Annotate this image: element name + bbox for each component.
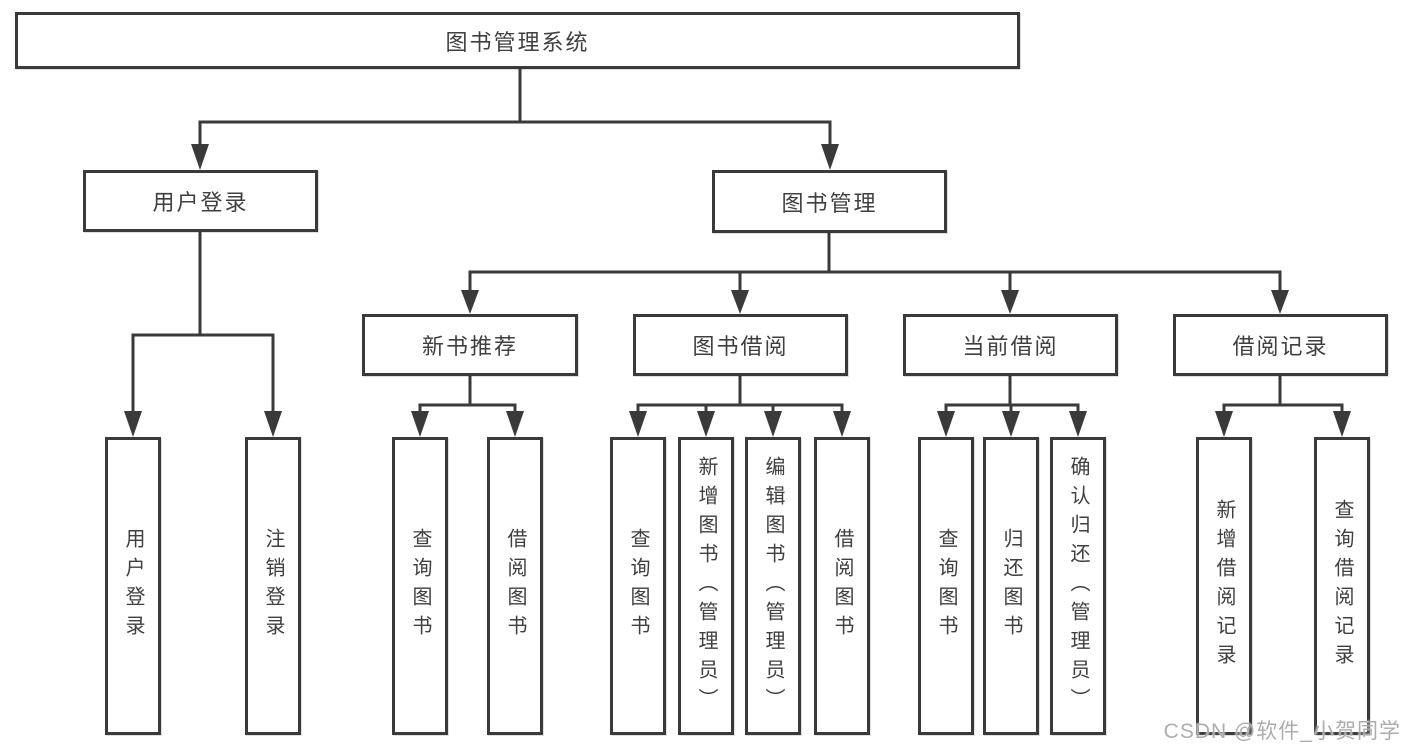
leaf-add-borrow-record: 新增借阅记录: [1196, 437, 1252, 735]
node-book-management: 图书管理: [712, 170, 947, 233]
connector-user-login-children: [124, 232, 282, 437]
connector-book-management-children: [461, 233, 1289, 314]
watermark: CSDN @软件_小贺同学: [1163, 720, 1401, 743]
leaf-query-book-recommend: 查询图书: [392, 437, 448, 735]
leaf-borrow-book-recommend: 借阅图书: [487, 437, 543, 735]
connector-current-borrow-children: [937, 376, 1087, 437]
connector-root-to-level2: [191, 69, 839, 170]
leaf-confirm-return-admin: 确认归还（管理员）: [1050, 437, 1106, 735]
leaf-add-book-admin: 新增图书（管理员）: [678, 437, 734, 735]
leaf-query-book-current: 查询图书: [918, 437, 974, 735]
leaf-return-book: 归还图书: [983, 437, 1039, 735]
node-new-book-recommend: 新书推荐: [362, 314, 578, 376]
leaf-logout: 注销登录: [245, 437, 301, 735]
leaf-query-borrow-record: 查询借阅记录: [1314, 437, 1370, 735]
node-current-borrow: 当前借阅: [903, 314, 1118, 376]
leaf-user-login: 用户登录: [105, 437, 161, 735]
connector-new-book-recommend-children: [411, 376, 524, 437]
leaf-query-book-borrow: 查询图书: [610, 437, 666, 735]
node-borrow-record: 借阅记录: [1173, 314, 1388, 376]
leaf-edit-book-admin: 编辑图书（管理员）: [745, 437, 801, 735]
leaf-borrow-book: 借阅图书: [814, 437, 870, 735]
connector-borrow-record-children: [1215, 376, 1351, 437]
node-library-system: 图书管理系统: [15, 12, 1020, 69]
node-user-login: 用户登录: [83, 170, 318, 232]
node-book-borrow: 图书借阅: [633, 314, 848, 376]
connector-book-borrow-children: [629, 376, 851, 437]
